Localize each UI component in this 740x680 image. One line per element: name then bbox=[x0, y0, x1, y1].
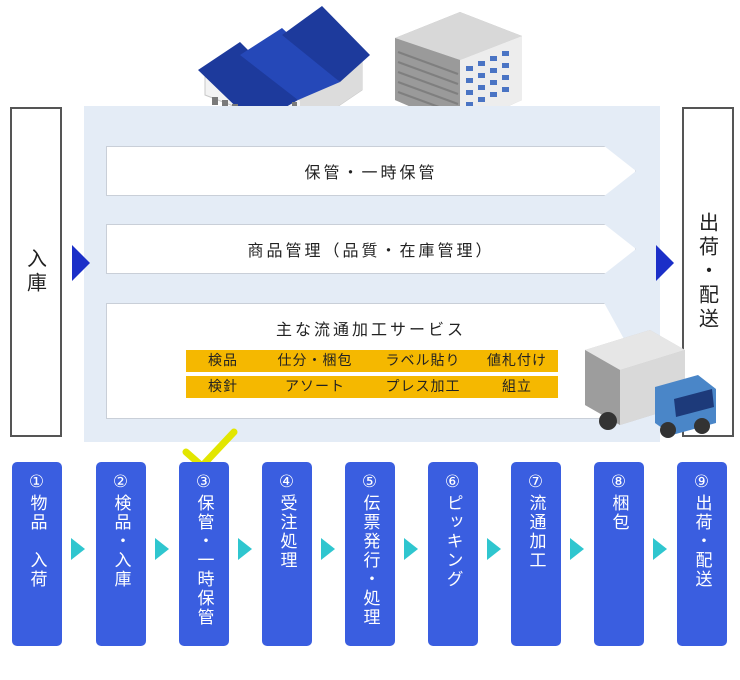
storage-bar-label: 保管・一時保管 bbox=[304, 163, 438, 182]
chevron-right-icon bbox=[653, 538, 667, 560]
step-label: ⑦流通加工 bbox=[525, 472, 546, 570]
step-label: ④受注処理 bbox=[276, 472, 297, 570]
step-label: ⑥ピッキング bbox=[442, 472, 463, 589]
step-label: ⑤伝票発行・処理 bbox=[359, 472, 380, 627]
chevron-right-icon bbox=[570, 538, 584, 560]
step-label: ③保管・一時保管 bbox=[193, 472, 214, 627]
inbound-box: 入庫 bbox=[10, 107, 62, 437]
office-building-icon bbox=[395, 12, 522, 128]
chevron-right-icon bbox=[238, 538, 252, 560]
outbound-arrow-icon bbox=[656, 245, 674, 281]
chevron-right-icon bbox=[155, 538, 169, 560]
step-7-card: ⑦流通加工 bbox=[511, 462, 561, 646]
step-label: ②検品・入庫 bbox=[110, 472, 131, 589]
service-item: 値札付け bbox=[476, 350, 558, 372]
inventory-bar: 商品管理（品質・在庫管理） bbox=[106, 224, 636, 274]
step-1-card: ①物品 入荷 bbox=[12, 462, 62, 646]
step-label: ⑧梱包 bbox=[608, 472, 629, 532]
storage-bar: 保管・一時保管 bbox=[106, 146, 636, 196]
step-8-card: ⑧梱包 bbox=[594, 462, 644, 646]
shipping-label: 出荷・配送 bbox=[695, 212, 720, 332]
inbound-label: 入庫 bbox=[23, 248, 48, 296]
services-grid: 検品 仕分・梱包 ラベル貼り 値札付け 検針 アソート プレス加工 組立 bbox=[186, 350, 558, 398]
inventory-bar-label: 商品管理（品質・在庫管理） bbox=[247, 241, 495, 260]
services-title: 主な流通加工サービス bbox=[275, 320, 466, 339]
service-item: ラベル貼り bbox=[370, 350, 476, 372]
step-4-card: ④受注処理 bbox=[262, 462, 312, 646]
step-label: ①物品 入荷 bbox=[26, 472, 47, 589]
service-item: アソート bbox=[260, 376, 370, 398]
inbound-arrow-icon bbox=[72, 245, 90, 281]
service-item: 検針 bbox=[186, 376, 260, 398]
chevron-right-icon bbox=[321, 538, 335, 560]
step-5-card: ⑤伝票発行・処理 bbox=[345, 462, 395, 646]
step-2-card: ②検品・入庫 bbox=[96, 462, 146, 646]
service-item: 仕分・梱包 bbox=[260, 350, 370, 372]
chevron-right-icon bbox=[71, 538, 85, 560]
step-label: ⑨出荷・配送 bbox=[691, 472, 712, 589]
service-item: 検品 bbox=[186, 350, 260, 372]
chevron-right-icon bbox=[487, 538, 501, 560]
step-3-card: ③保管・一時保管 bbox=[179, 462, 229, 646]
service-item: 組立 bbox=[476, 376, 558, 398]
truck-icon bbox=[585, 330, 716, 438]
step-9-card: ⑨出荷・配送 bbox=[677, 462, 727, 646]
header-illustration bbox=[198, 6, 522, 133]
service-item: プレス加工 bbox=[370, 376, 476, 398]
chevron-right-icon bbox=[404, 538, 418, 560]
step-6-card: ⑥ピッキング bbox=[428, 462, 478, 646]
